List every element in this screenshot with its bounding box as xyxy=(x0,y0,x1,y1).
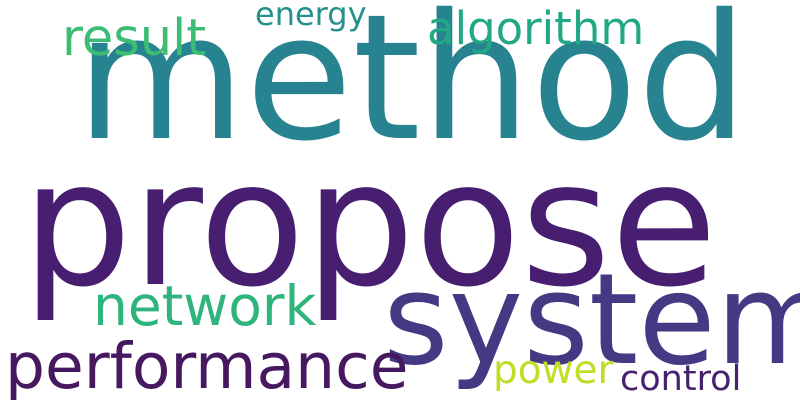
word-control: control xyxy=(620,359,742,399)
word-power: power xyxy=(493,348,614,393)
word-propose: propose xyxy=(22,123,718,325)
word-method: method xyxy=(76,0,748,180)
word-network: network xyxy=(93,274,317,338)
word-system: system xyxy=(383,246,800,393)
word-result: result xyxy=(62,9,207,68)
word-energy: energy xyxy=(255,0,367,33)
word-algorithm: algorithm xyxy=(427,2,645,55)
word-performance: performance xyxy=(5,330,409,400)
